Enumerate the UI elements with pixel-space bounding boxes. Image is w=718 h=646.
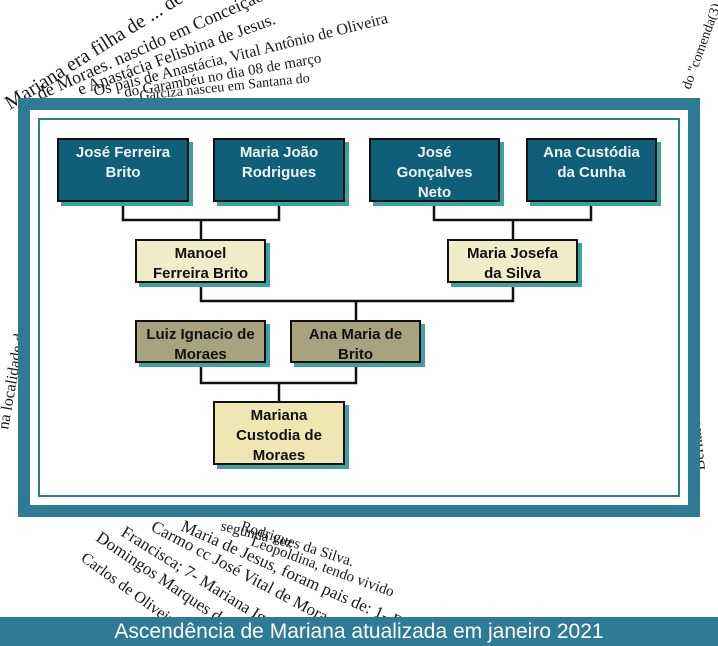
person-name: Ana Custódia da Cunha — [543, 144, 640, 181]
person-name: Maria João Rodrigues — [239, 144, 319, 181]
person-name: Luiz Ignacio de Moraes — [146, 326, 255, 363]
person-name: Maria Josefa da Silva — [467, 245, 558, 282]
person-luiz-ignacio-de-moraes: Luiz Ignacio de Moraes — [135, 320, 266, 363]
person-maria-josefa-da-silva: Maria Josefa da Silva — [447, 239, 578, 283]
person-ana-maria-de-brito: Ana Maria de Brito — [290, 320, 421, 363]
person-ana-custodia-da-cunha: Ana Custódia da Cunha — [526, 138, 657, 202]
person-name: José Gonçalves Neto — [396, 144, 473, 201]
bg-text-line: do "comenda(3) Rio — [680, 0, 718, 91]
person-name: Ana Maria de Brito — [308, 326, 403, 363]
person-mariana-custodia-de-moraes: Mariana Custodia de Moraes — [213, 401, 345, 465]
person-jose-goncalves-neto: José Gonçalves Neto — [369, 138, 500, 202]
person-jose-ferreira-brito: José Ferreira Brito — [57, 138, 189, 202]
person-manoel-ferreira-brito: Manoel Ferreira Brito — [135, 239, 266, 283]
footer-caption: Ascendência de Mariana atualizada em jan… — [0, 617, 718, 646]
person-name: José Ferreira Brito — [75, 144, 171, 181]
person-maria-joao-rodrigues: Maria João Rodrigues — [213, 138, 345, 202]
person-name: Manoel Ferreira Brito — [152, 245, 249, 282]
person-name: Mariana Custodia de Moraes — [236, 407, 322, 464]
